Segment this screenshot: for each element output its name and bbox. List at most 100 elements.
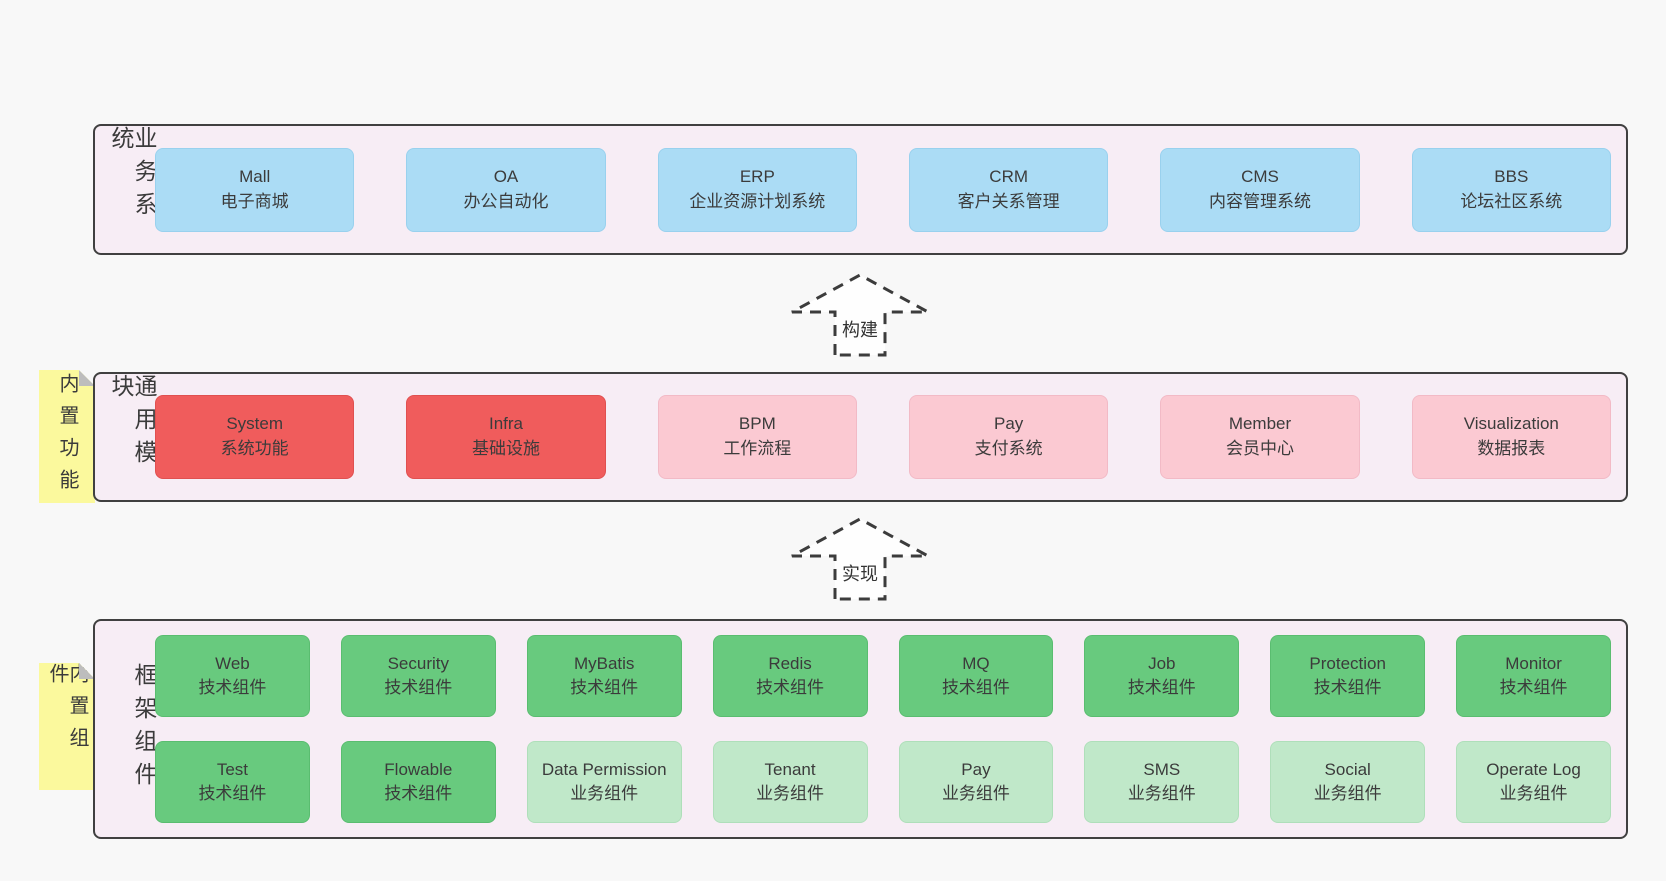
box-bpm: BPM 工作流程 — [657, 395, 857, 479]
box-member: Member 会员中心 — [1160, 395, 1360, 479]
box-subtitle: 办公自动化 — [463, 191, 549, 211]
box-subtitle: 基础设施 — [471, 439, 540, 458]
layer-label-business: 业务系统 — [108, 126, 157, 225]
box-subtitle: 业务组件 — [941, 784, 1010, 803]
box-security: Security 技术组件 — [340, 635, 496, 717]
box-subtitle: 业务组件 — [1313, 784, 1382, 803]
box-visualization: Visualization 数据报表 — [1411, 395, 1611, 479]
box-title: Infra — [488, 414, 523, 434]
box-title: Job — [1148, 654, 1176, 674]
box-title: System — [226, 414, 283, 434]
sticky-note-builtin-features: 内置功能 — [39, 370, 95, 503]
box-subtitle: 技术组件 — [1127, 678, 1196, 697]
box-title: OA — [493, 166, 519, 186]
layer-framework-components: 框架组件 Web 技术组件 Security 技术组件 MyBatis 技术组件… — [93, 619, 1628, 839]
sticky-note-builtin-components: 内置组件 — [39, 663, 95, 790]
layer-label-modules: 通用模块 — [108, 374, 157, 473]
implement-arrow-icon: 实现 — [785, 516, 935, 602]
box-subtitle: 系统功能 — [220, 439, 289, 458]
box-title: BBS — [1494, 166, 1529, 186]
box-title: Visualization — [1463, 414, 1559, 434]
box-title: Pay — [994, 414, 1024, 434]
box-subtitle: 技术组件 — [756, 678, 825, 697]
box-subtitle: 技术组件 — [570, 678, 639, 697]
box-subtitle: 业务组件 — [570, 784, 639, 803]
box-subtitle: 技术组件 — [384, 784, 453, 803]
box-subtitle: 电子商城 — [220, 191, 289, 211]
box-title: Tenant — [764, 760, 816, 780]
box-monitor: Monitor 技术组件 — [1456, 635, 1611, 717]
box-pay-component: Pay 业务组件 — [898, 741, 1054, 823]
box-pay-system: Pay 支付系统 — [908, 395, 1109, 479]
box-subtitle: 业务组件 — [1499, 784, 1568, 803]
box-social: Social 业务组件 — [1270, 741, 1426, 823]
box-title: Member — [1228, 414, 1292, 434]
box-subtitle: 工作流程 — [723, 439, 792, 458]
layer-business-systems: 业务系统 Mall 电子商城 OA 办公自动化 ERP 企业资源计划系统 CRM… — [93, 124, 1628, 255]
box-subtitle: 技术组件 — [941, 678, 1010, 697]
box-data-permission: Data Permission 业务组件 — [526, 741, 682, 823]
box-system: System 系统功能 — [155, 395, 355, 479]
box-redis: Redis 技术组件 — [712, 635, 868, 717]
box-title: Flowable — [384, 760, 453, 780]
build-arrow-icon: 构建 — [785, 272, 935, 358]
box-title: CRM — [989, 166, 1029, 186]
box-subtitle: 技术组件 — [1313, 678, 1382, 697]
box-subtitle: 技术组件 — [198, 784, 267, 803]
box-cms: CMS 内容管理系统 — [1160, 147, 1360, 232]
box-tenant: Tenant 业务组件 — [712, 741, 868, 823]
box-subtitle: 技术组件 — [198, 678, 267, 697]
box-title: Redis — [768, 654, 812, 674]
box-subtitle: 技术组件 — [1499, 678, 1568, 697]
box-title: SMS — [1143, 760, 1181, 780]
box-test: Test 技术组件 — [155, 741, 310, 823]
box-title: CMS — [1241, 166, 1279, 186]
box-title: Test — [216, 760, 249, 780]
box-subtitle: 会员中心 — [1225, 439, 1294, 458]
box-subtitle: 业务组件 — [1127, 784, 1196, 803]
box-job: Job 技术组件 — [1084, 635, 1240, 717]
box-crm: CRM 客户关系管理 — [908, 147, 1109, 232]
box-erp: ERP 企业资源计划系统 — [657, 147, 857, 232]
box-title: Operate Log — [1486, 760, 1581, 780]
implement-arrow-label: 实现 — [842, 564, 878, 584]
box-title: BPM — [738, 414, 776, 434]
box-subtitle: 论坛社区系统 — [1460, 191, 1563, 211]
box-sms: SMS 业务组件 — [1084, 741, 1240, 823]
box-subtitle: 企业资源计划系统 — [689, 191, 826, 211]
layer-label-framework: 框架组件 — [131, 663, 157, 795]
box-title: MQ — [962, 654, 990, 674]
box-title: Mall — [239, 166, 271, 186]
box-title: Monitor — [1505, 654, 1562, 674]
box-mq: MQ 技术组件 — [898, 635, 1054, 717]
box-operate-log: Operate Log 业务组件 — [1456, 741, 1611, 823]
box-web: Web 技术组件 — [155, 635, 310, 717]
box-subtitle: 客户关系管理 — [957, 191, 1060, 211]
box-title: Social — [1324, 760, 1371, 780]
note-text: 内置组件 — [46, 663, 88, 759]
box-title: MyBatis — [573, 654, 635, 674]
business-box-grid: Mall 电子商城 OA 办公自动化 ERP 企业资源计划系统 CRM 客户关系… — [155, 147, 1611, 232]
box-title: Data Permission — [541, 760, 667, 780]
box-bbs: BBS 论坛社区系统 — [1411, 147, 1611, 232]
box-subtitle: 业务组件 — [756, 784, 825, 803]
box-title: Security — [387, 654, 450, 674]
modules-box-grid: System 系统功能 Infra 基础设施 BPM 工作流程 Pay 支付系统… — [155, 395, 1611, 479]
box-subtitle: 内容管理系统 — [1208, 191, 1311, 211]
box-mall: Mall 电子商城 — [155, 147, 355, 232]
note-text: 内置功能 — [56, 372, 78, 501]
box-subtitle: 支付系统 — [974, 439, 1043, 458]
box-oa: OA 办公自动化 — [406, 147, 606, 232]
box-protection: Protection 技术组件 — [1270, 635, 1426, 717]
box-flowable: Flowable 技术组件 — [340, 741, 496, 823]
box-mybatis: MyBatis 技术组件 — [526, 635, 682, 717]
box-title: Pay — [961, 760, 991, 780]
box-title: Web — [215, 654, 250, 674]
layer-common-modules: 通用模块 System 系统功能 Infra 基础设施 BPM 工作流程 Pay… — [93, 372, 1628, 502]
box-infra: Infra 基础设施 — [406, 395, 606, 479]
build-arrow-label: 构建 — [842, 320, 878, 340]
box-title: Protection — [1309, 654, 1386, 674]
box-title: ERP — [739, 166, 775, 186]
box-subtitle: 技术组件 — [384, 678, 453, 697]
